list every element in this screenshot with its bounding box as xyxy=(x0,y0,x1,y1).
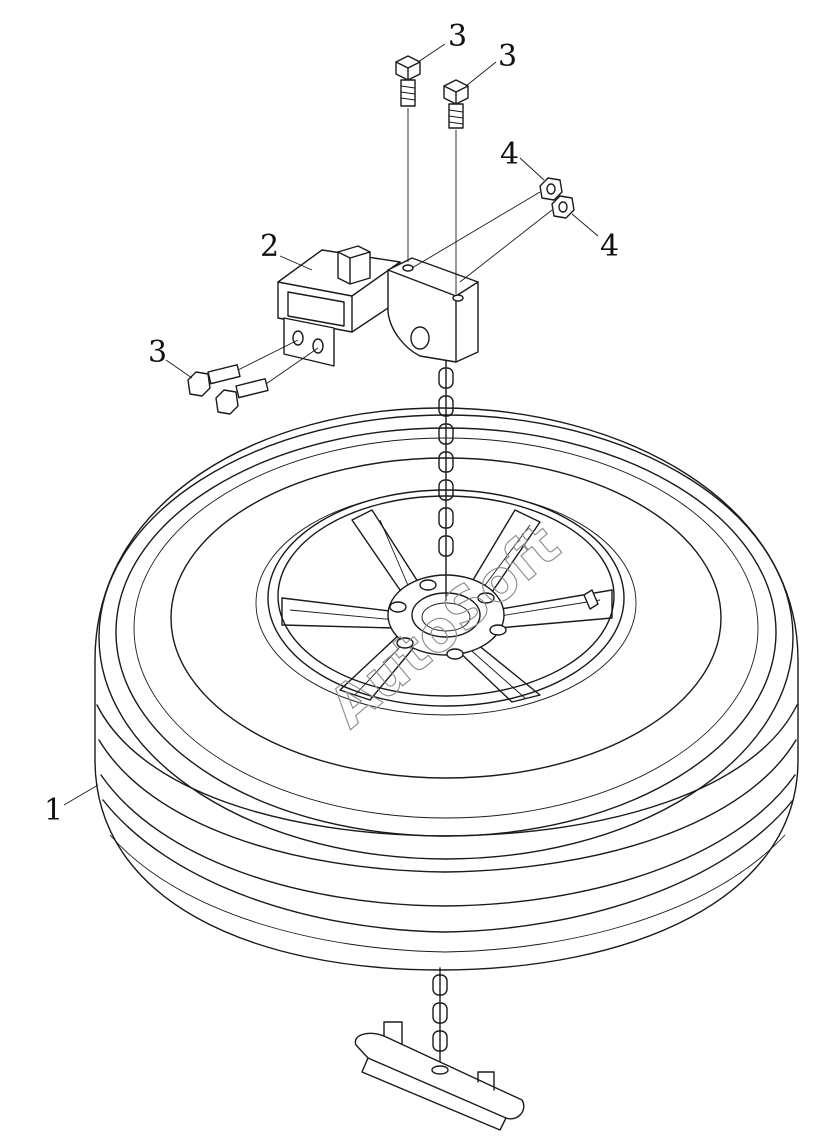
nut-upper xyxy=(411,177,563,269)
hoist-chain xyxy=(432,354,454,1071)
nut-lower xyxy=(459,195,575,283)
bracket-boss xyxy=(410,326,430,350)
bolt-side-upper xyxy=(187,339,299,397)
callout-4-nut-upper: 4 xyxy=(500,137,519,172)
callout-2-bracket: 2 xyxy=(260,229,279,264)
tread-groove-3 xyxy=(100,774,796,907)
tread-groove-2 xyxy=(98,739,797,873)
tread-groove-4 xyxy=(102,799,794,933)
callout-3-top-bolt-right: 3 xyxy=(498,39,517,74)
spare-wheel-bracket xyxy=(277,245,479,367)
callout-3-top-bolt-left: 3 xyxy=(448,19,467,54)
bolt-side-lower xyxy=(215,347,319,415)
callout-1-tire: 1 xyxy=(44,793,63,828)
valve-stem xyxy=(583,589,599,610)
hub-bore-inner xyxy=(421,602,471,632)
chain-retainer-plate xyxy=(354,1021,525,1131)
tread-groove-5 xyxy=(109,834,786,953)
leader-lines xyxy=(63,43,599,806)
bolt-top-left xyxy=(395,55,421,262)
lug-holes xyxy=(389,579,507,660)
callout-4-nut-lower: 4 xyxy=(600,229,619,264)
bolt-top-right xyxy=(443,79,469,294)
callout-3-side-bolts: 3 xyxy=(148,335,167,370)
